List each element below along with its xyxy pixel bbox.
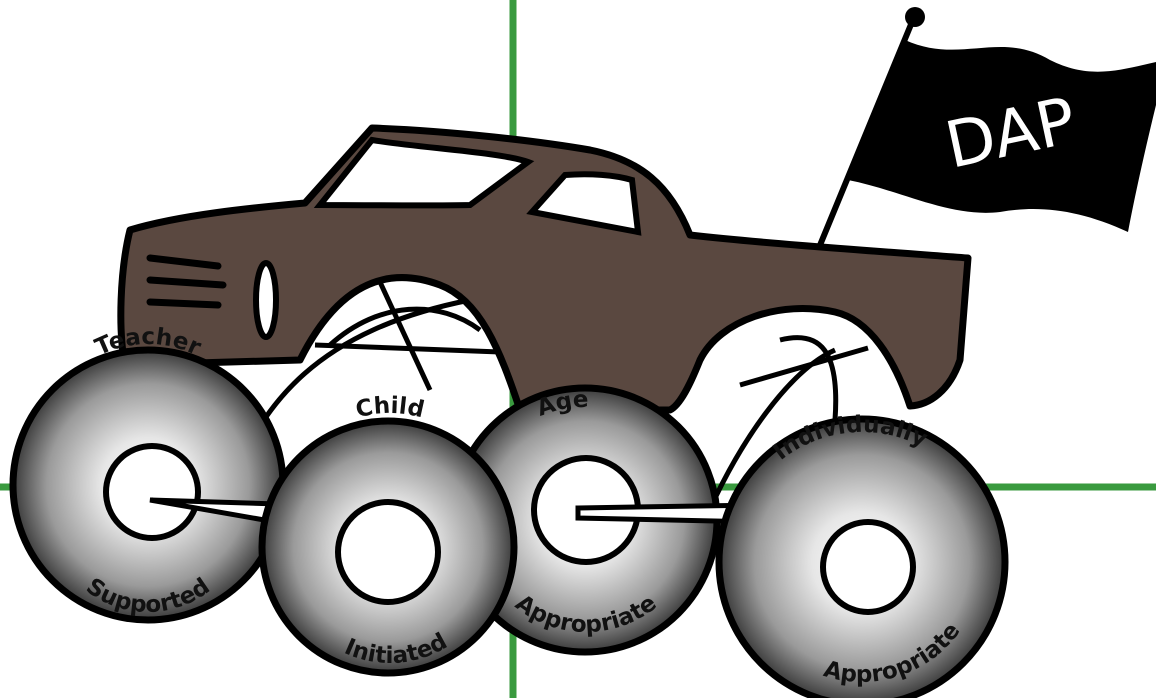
tire-label-top: Child (353, 393, 426, 424)
truck-headlight (256, 263, 276, 337)
truck-body (121, 128, 968, 410)
svg-text:Child: Child (353, 393, 426, 424)
tire-teacher-supported: Teacher Supported (13, 324, 283, 620)
tire-child-initiated: Child Initiated (262, 393, 514, 673)
tire-hub (106, 446, 198, 538)
tire-hub (338, 502, 438, 602)
tire-hub (823, 522, 913, 612)
flag-pole-knob (905, 7, 925, 27)
tire-individually-appropriate: Individually Appropriate (719, 412, 1005, 698)
